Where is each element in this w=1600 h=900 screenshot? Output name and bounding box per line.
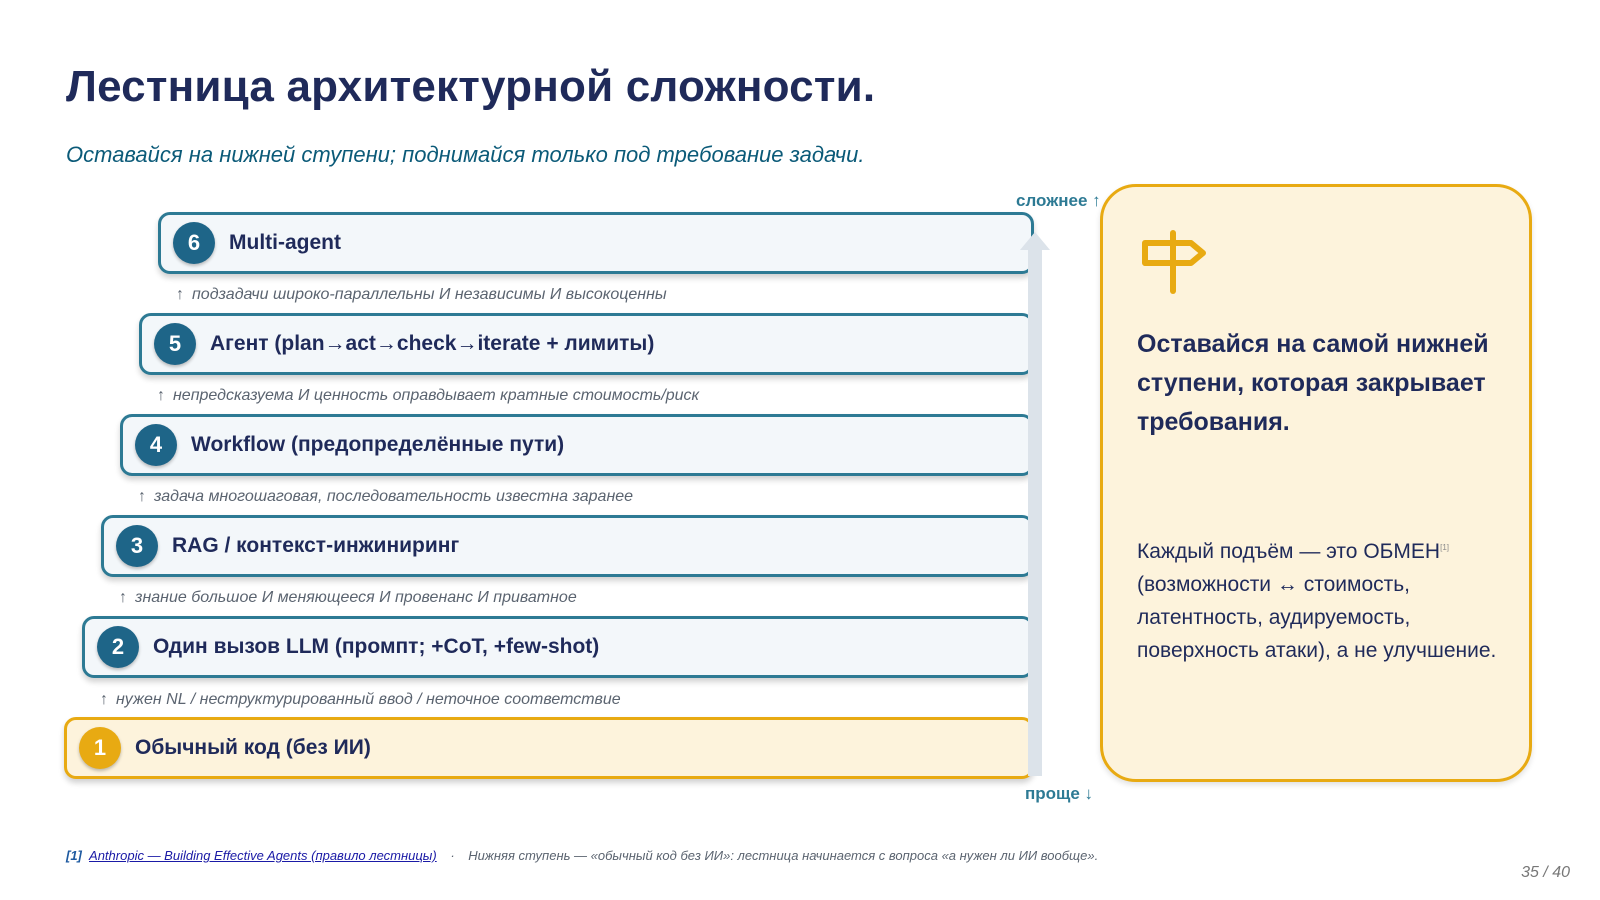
step-number-badge: 5 bbox=[154, 323, 196, 365]
ladder-step-1: 1 Обычный код (без ИИ) bbox=[64, 717, 1034, 779]
up-arrow-icon: ↑ bbox=[176, 286, 184, 303]
reference-marker: [1] bbox=[1440, 543, 1450, 552]
callout-body-lead: Каждый подъём — это ОБМЕН bbox=[1137, 540, 1441, 563]
step-number-badge: 3 bbox=[116, 525, 158, 567]
step-number-badge: 1 bbox=[79, 727, 121, 769]
callout-heading: Оставайся на самой нижней ступени, котор… bbox=[1137, 330, 1489, 436]
page-counter: 35 / 40 bbox=[1521, 864, 1570, 881]
axis-label-harder: сложнее ↑ bbox=[1016, 191, 1101, 210]
step-label: Агент (plan→act→check→iterate + лимиты) bbox=[210, 332, 655, 355]
signpost-icon bbox=[1142, 230, 1206, 294]
slide-title: Лестница архитектурной сложности. bbox=[66, 62, 876, 111]
condition-text: знание большое И меняющееся И провенанс … bbox=[135, 589, 577, 606]
condition-text: нужен NL / неструктурированный ввод / не… bbox=[116, 691, 621, 708]
callout-body-rest: (возможности ↔ стоимость, латентность, а… bbox=[1137, 573, 1497, 662]
step-condition: ↑ непредсказуема И ценность оправдывает к… bbox=[157, 387, 699, 405]
callout-card: Оставайся на самой нижней ступени, котор… bbox=[1100, 184, 1532, 782]
step-number-badge: 2 bbox=[97, 626, 139, 668]
footnote-separator: · bbox=[450, 848, 455, 863]
condition-text: подзадачи широко-параллельны И независим… bbox=[192, 286, 667, 303]
up-arrow-icon: ↑ bbox=[100, 691, 108, 708]
ladder-step-6: 6 Multi-agent bbox=[158, 212, 1034, 274]
footnote-number: [1] bbox=[66, 848, 82, 863]
callout-body: Каждый подъём — это ОБМЕН[1] (возможност… bbox=[1137, 531, 1517, 667]
ladder-step-4: 4 Workflow (предопределённые пути) bbox=[120, 414, 1034, 476]
slide-subtitle: Оставайся на нижней ступени; поднимайся … bbox=[66, 142, 865, 167]
up-arrow-icon: ↑ bbox=[157, 387, 165, 404]
step-label: Обычный код (без ИИ) bbox=[135, 736, 371, 759]
complexity-axis-arrow-icon bbox=[1020, 232, 1050, 776]
step-condition: ↑ задача многошаговая, последовательность… bbox=[138, 488, 633, 506]
ladder-step-2: 2 Один вызов LLM (промпт; +CoT, +few-sho… bbox=[82, 616, 1034, 678]
step-number-badge: 4 bbox=[135, 424, 177, 466]
footnote-text: Нижняя ступень — «обычный код без ИИ»: л… bbox=[468, 848, 1099, 863]
condition-text: непредсказуема И ценность оправдывает кр… bbox=[173, 387, 700, 404]
up-arrow-icon: ↑ bbox=[138, 488, 146, 505]
step-label: Один вызов LLM (промпт; +CoT, +few-shot) bbox=[153, 635, 600, 658]
step-number-badge: 6 bbox=[173, 222, 215, 264]
step-condition: ↑ нужен NL / неструктурированный ввод / н… bbox=[100, 691, 621, 709]
step-label: Workflow (предопределённые пути) bbox=[191, 433, 565, 456]
step-condition: ↑ знание большое И меняющееся И провенанс… bbox=[119, 589, 577, 607]
up-arrow-icon: ↑ bbox=[119, 589, 127, 606]
footnote-source-link[interactable]: Anthropic — Building Effective Agents (п… bbox=[89, 848, 437, 863]
footnote: [1] Anthropic — Building Effective Agent… bbox=[66, 848, 1098, 863]
step-label: Multi-agent bbox=[229, 231, 341, 254]
ladder-step-3: 3 RAG / контекст-инжиниринг bbox=[101, 515, 1034, 577]
step-label: RAG / контекст-инжиниринг bbox=[172, 534, 460, 557]
condition-text: задача многошаговая, последовательность … bbox=[154, 488, 634, 505]
axis-label-easier: проще ↓ bbox=[1025, 784, 1094, 803]
step-condition: ↑ подзадачи широко-параллельны И независи… bbox=[176, 286, 667, 304]
ladder-step-5: 5 Агент (plan→act→check→iterate + лимиты… bbox=[139, 313, 1034, 375]
